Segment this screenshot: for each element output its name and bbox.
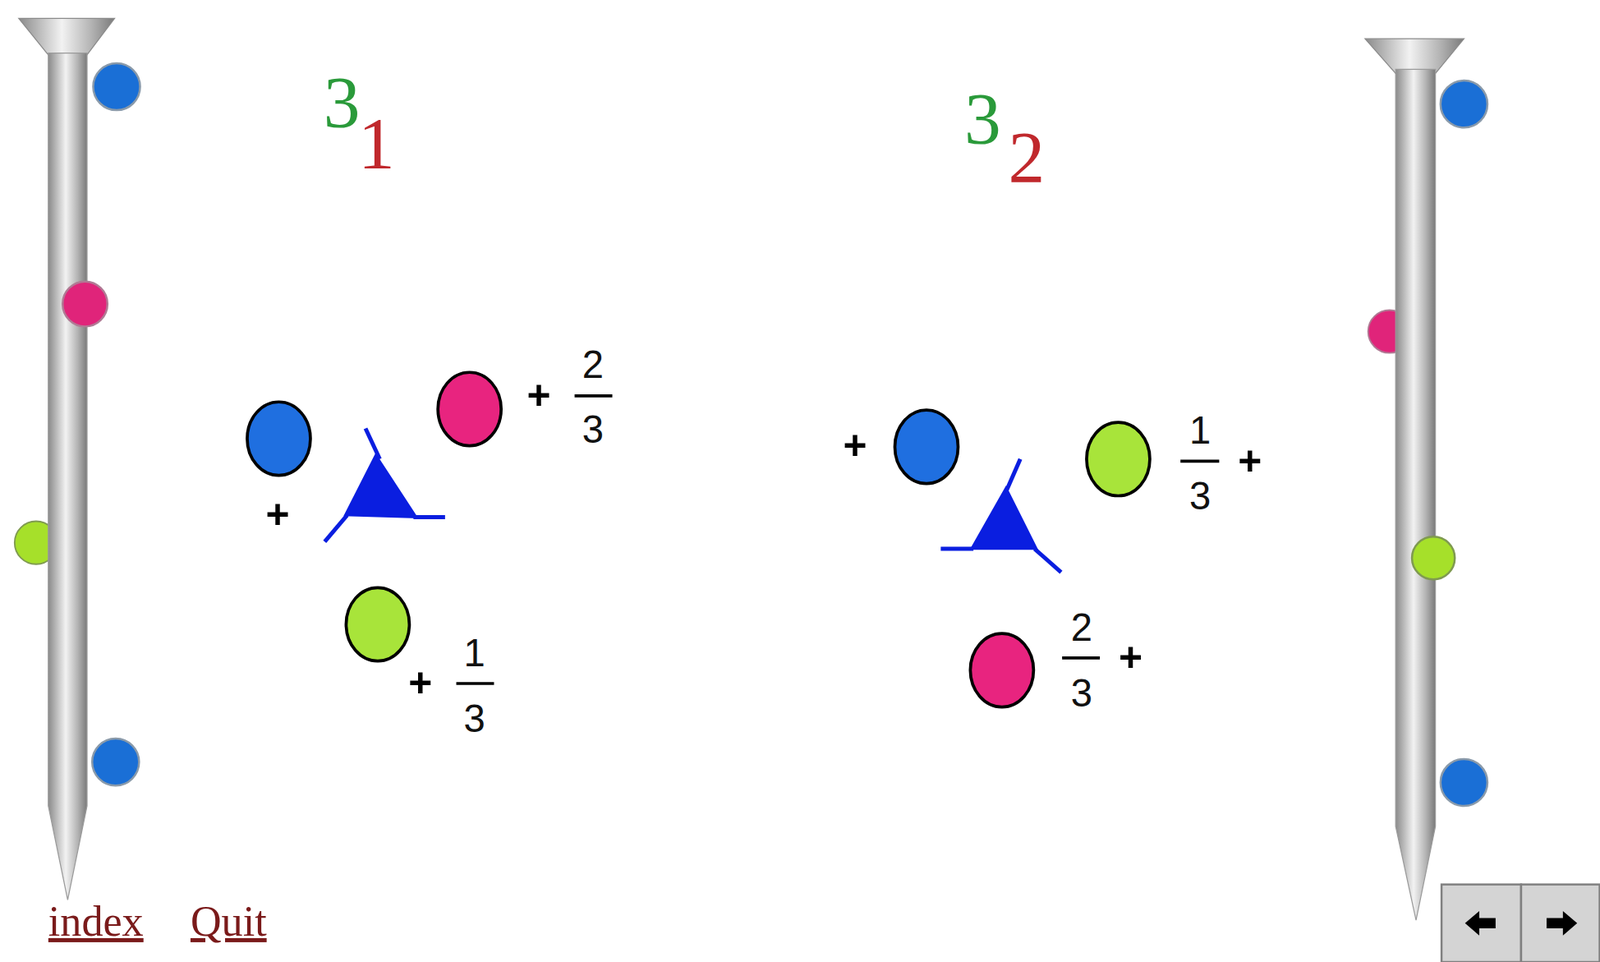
knot-crossing-number: 3 [964,81,1002,155]
forward-arrow [1546,910,1578,936]
bead [1411,536,1455,580]
vertex-symbol [940,459,1062,573]
knot-index: 1 [358,105,396,180]
bead [91,738,139,786]
sign: + [265,495,290,537]
nav-link: Quit [190,900,267,943]
bead [1440,758,1488,806]
nail-shaft [48,53,88,901]
fraction-bar [456,681,495,686]
fraction-bar [574,394,613,398]
sign: + [408,663,433,705]
blue-circle [894,409,958,483]
blue-circle [247,401,311,475]
green-circle [1086,422,1150,496]
pink-circle [437,372,502,446]
back-arrow [1465,910,1496,936]
knot-crossing-number: 3 [323,65,361,139]
sign: + [1118,637,1143,679]
fraction-numerator: 2 [582,344,604,384]
fraction-bar [1062,656,1100,660]
forward-button [1521,884,1600,962]
sign: + [526,375,551,417]
fraction-numerator: 1 [464,633,486,672]
bead [1440,80,1488,128]
fraction-denominator: 3 [1071,673,1093,713]
bead [62,281,108,327]
fraction-denominator: 3 [1189,476,1211,515]
nail-shaft [1395,68,1435,920]
nail-head [18,18,115,56]
nav-link: index [48,900,144,943]
knot-index: 2 [1007,120,1045,194]
fraction-numerator: 1 [1189,411,1211,451]
fraction-bar [1180,459,1219,463]
sign: + [1237,441,1262,483]
fraction-denominator: 3 [464,698,486,738]
vertex-symbol [324,428,446,543]
back-button [1441,884,1522,962]
green-circle [345,587,410,661]
fraction-numerator: 2 [1071,607,1093,647]
sign: + [843,425,868,467]
fraction-denominator: 3 [582,409,604,449]
bead [92,63,140,111]
nail-head [1365,38,1464,74]
pink-circle [970,633,1034,707]
